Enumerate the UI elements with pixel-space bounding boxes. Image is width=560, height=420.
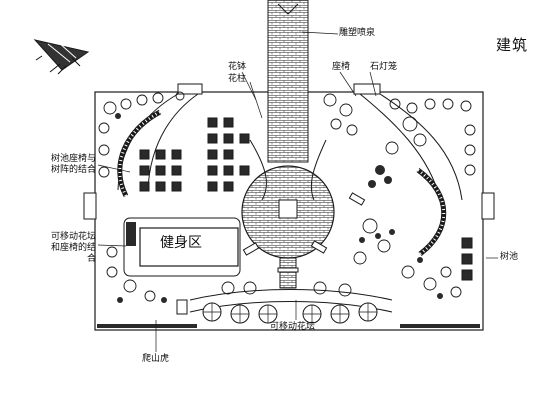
label-sculpture-fountain: 雕塑喷泉 [339,28,376,38]
gate-post-top-right [353,83,381,95]
creeper-hedge [97,324,197,328]
label-movable-planter: 可移动花坛 [270,322,316,332]
movable-planters-bottom [202,302,378,324]
label-creeper: 爬山虎 [142,354,170,364]
label-stone-lamp: 石灯笼 [370,62,398,72]
label-seat-bench: 座椅 [332,62,351,72]
gate-post-top-left [177,83,203,95]
label-movable-planter-bench: 可移动花坛和座椅的结合 [50,232,96,264]
bench-grid-center [207,117,250,192]
gate-post-bottom-left [176,299,188,315]
plaza-center-block [278,199,298,219]
gate-post-right [481,192,495,220]
label-building: 建筑 [496,36,529,54]
label-flower-bowl: 花钵 [228,62,247,72]
north-leaf-symbol [33,39,90,75]
bench-grid-left [139,149,182,192]
pergola-right [416,167,447,256]
tree-canopies [98,91,476,302]
label-fitness-area: 健身区 [160,235,202,251]
fountain-head [277,3,299,15]
south-walk [279,257,297,289]
brick-axis-path [267,0,309,163]
label-tree-pool: 树池 [500,252,519,262]
label-flower-post: 花柱 [228,74,247,84]
leader-lines [97,31,498,352]
plaza-seats [242,192,366,256]
movable-planter-left [126,222,136,246]
fitness-area-block [139,227,239,267]
label-tree-pool-bench-combo: 树池座椅与树阵的结合 [50,154,96,175]
gate-post-left [83,192,97,220]
dark-shrubs [115,113,443,303]
tree-pools-right [461,237,473,281]
